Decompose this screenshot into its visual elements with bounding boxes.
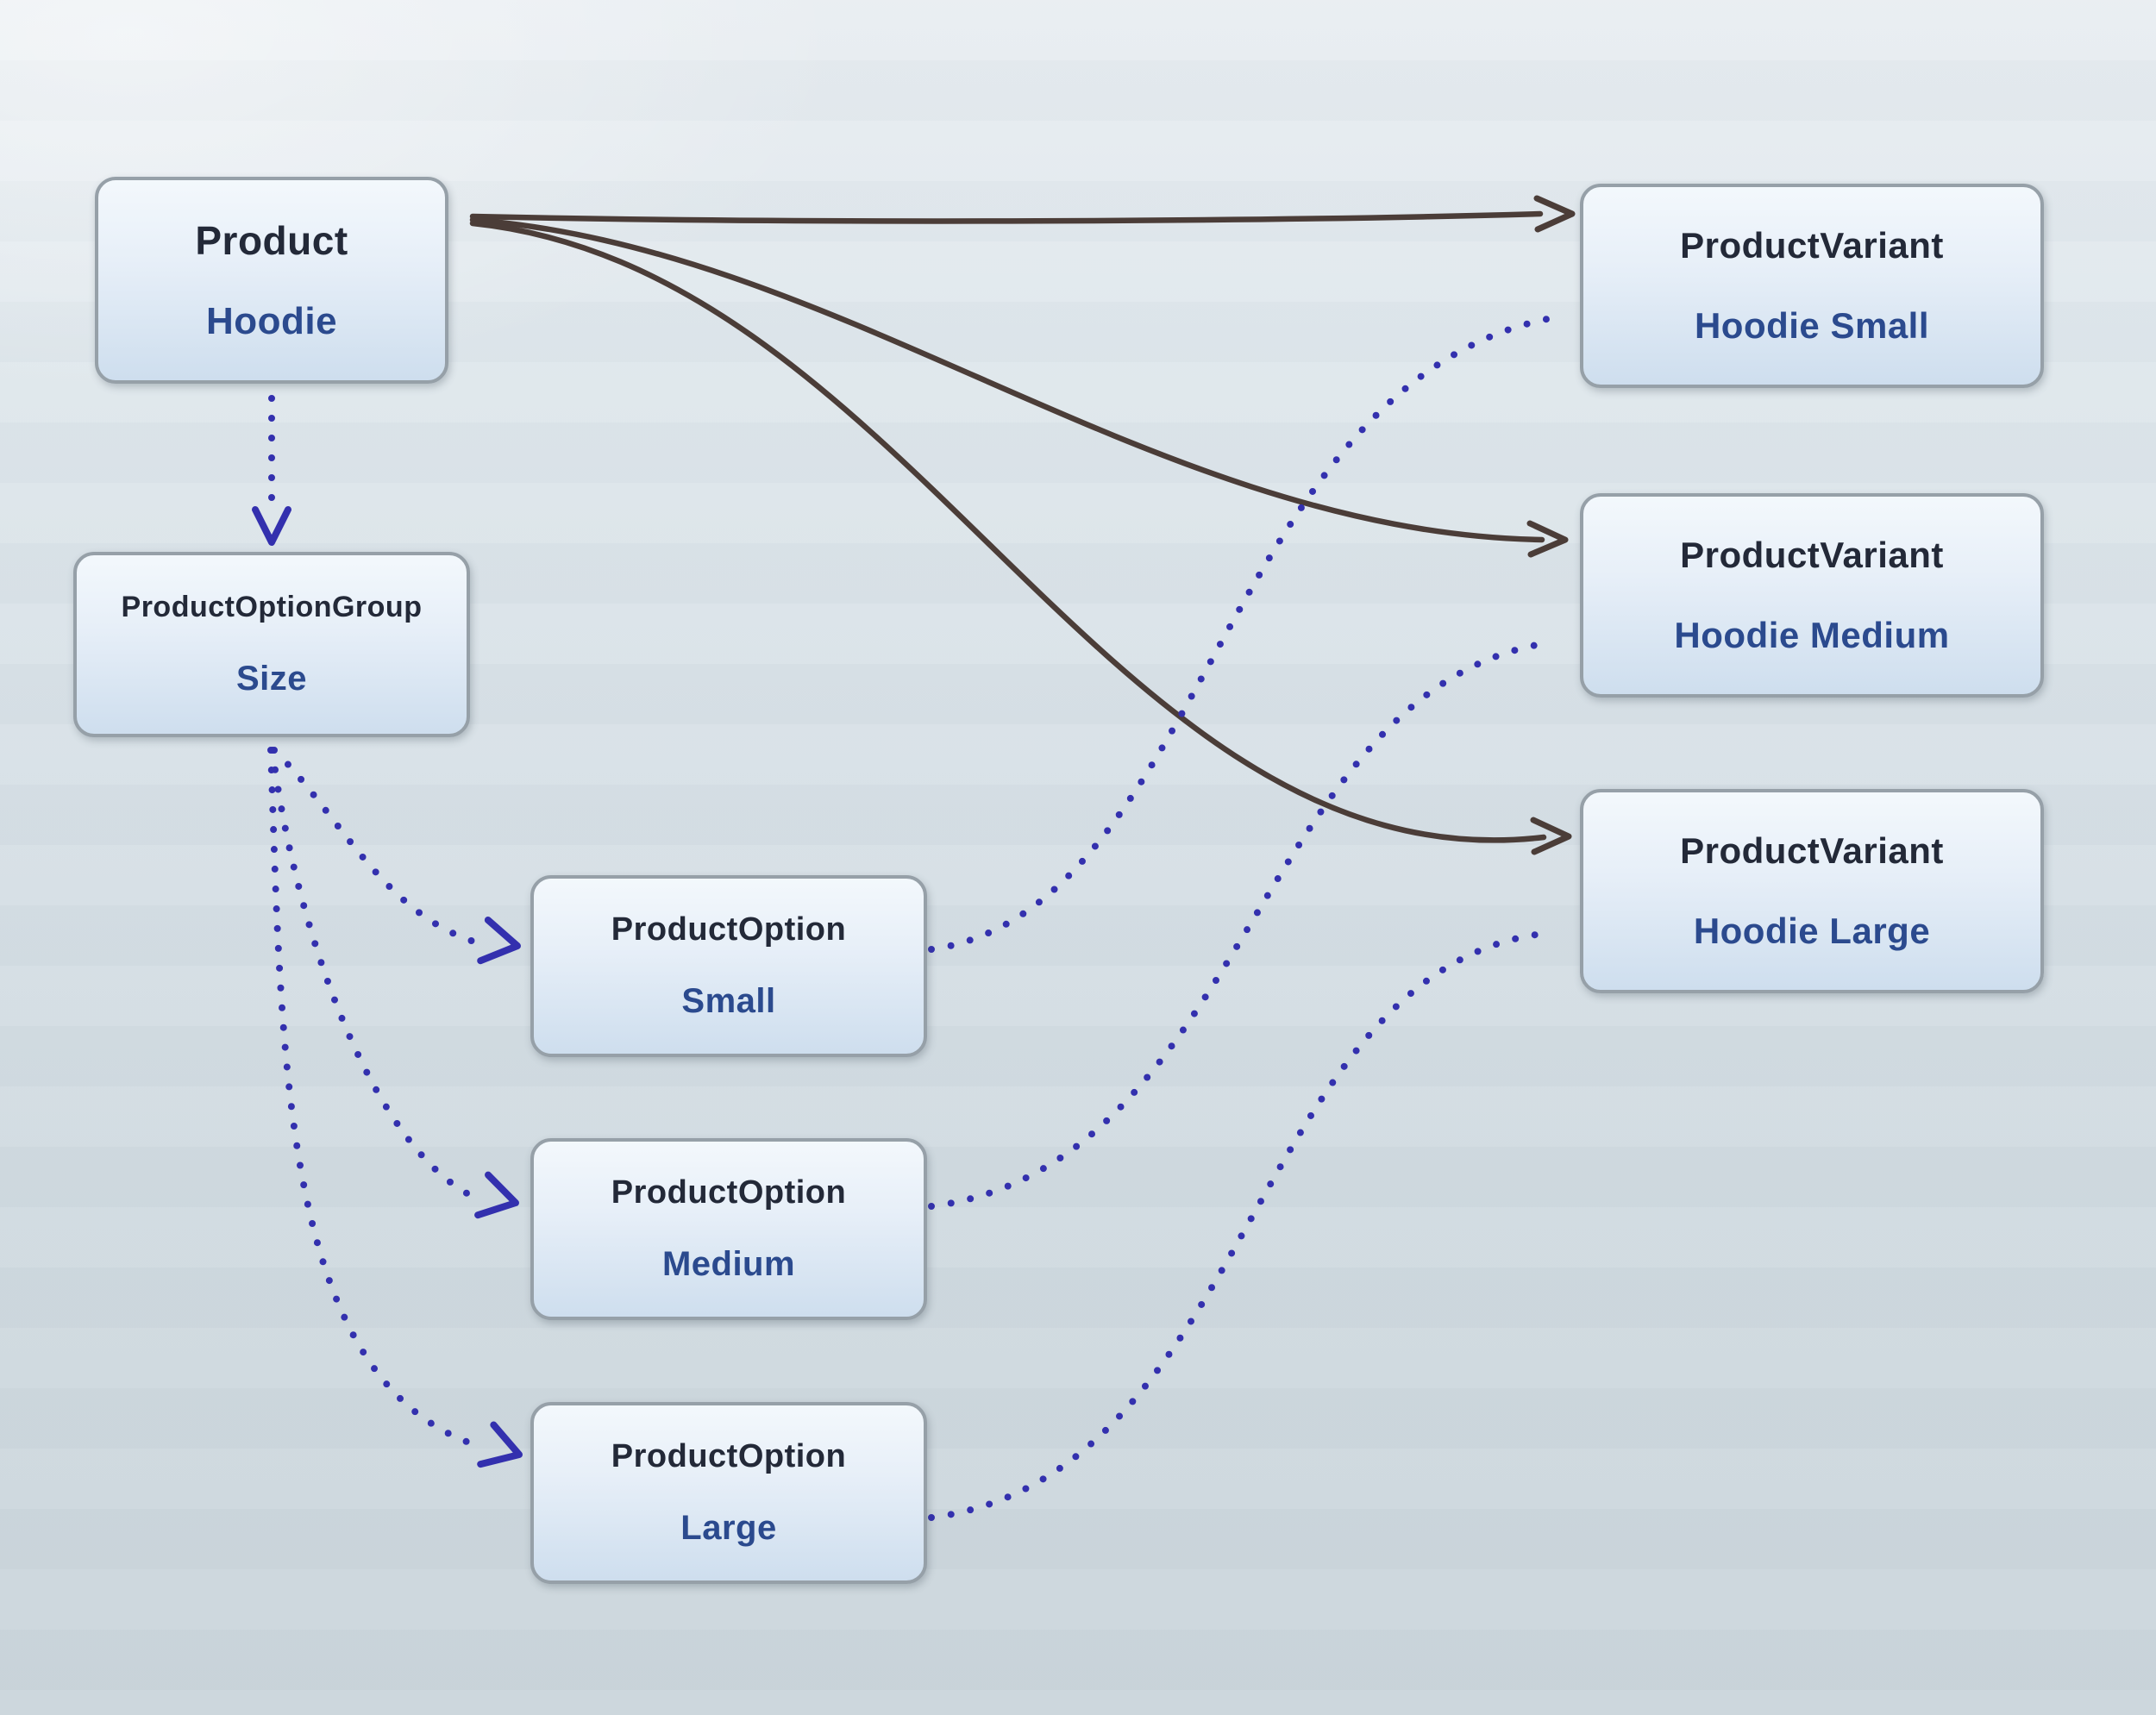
node-option-group: ProductOptionGroup Size [73,552,470,737]
node-option-group-title: ProductOptionGroup [121,591,423,623]
node-variant-small: ProductVariant Hoodie Small [1580,184,2044,388]
node-variant-large: ProductVariant Hoodie Large [1580,789,2044,993]
node-variant-small-title: ProductVariant [1680,225,1944,266]
node-variant-small-label: Hoodie Small [1694,304,1930,346]
arrowhead-icon [1530,817,1572,855]
arrowhead-icon [252,506,291,546]
node-option-medium: ProductOption Medium [530,1138,927,1320]
arrowhead-icon [1526,520,1569,558]
node-option-group-label: Size [235,660,308,698]
node-option-small-label: Small [681,981,776,1020]
node-variant-medium: ProductVariant Hoodie Medium [1580,493,2044,698]
node-option-small: ProductOption Small [530,875,927,1057]
edge-product-to-variant-large [469,220,1547,843]
edge-option-group-to-option-large [267,747,485,1450]
edge-option-group-to-option-medium [269,747,480,1202]
edge-option-small-to-variant-small [928,313,1564,953]
node-option-medium-title: ProductOption [611,1174,847,1211]
node-option-medium-label: Medium [661,1244,796,1283]
node-option-large: ProductOption Large [530,1402,927,1584]
node-product-title: Product [195,217,348,263]
node-variant-medium-title: ProductVariant [1680,535,1944,576]
arrowhead-icon [477,1421,523,1468]
arrowhead-icon [1533,195,1576,233]
node-product: Product Hoodie [95,177,448,384]
node-product-label: Hoodie [205,300,338,343]
edge-option-large-to-variant-large [928,930,1545,1521]
arrowhead-icon [474,1171,519,1219]
node-option-small-title: ProductOption [611,911,847,948]
edge-option-group-to-option-small [271,747,483,947]
node-option-large-title: ProductOption [611,1438,847,1475]
edge-product-to-variant-small [469,210,1544,224]
edge-option-medium-to-variant-medium [928,639,1556,1210]
arrowhead-icon [477,916,521,965]
edge-product-to-variant-medium [469,216,1545,543]
node-option-large-label: Large [680,1508,777,1547]
node-variant-medium-label: Hoodie Medium [1674,614,1950,655]
node-variant-large-label: Hoodie Large [1693,910,1931,951]
node-variant-large-title: ProductVariant [1680,830,1944,872]
